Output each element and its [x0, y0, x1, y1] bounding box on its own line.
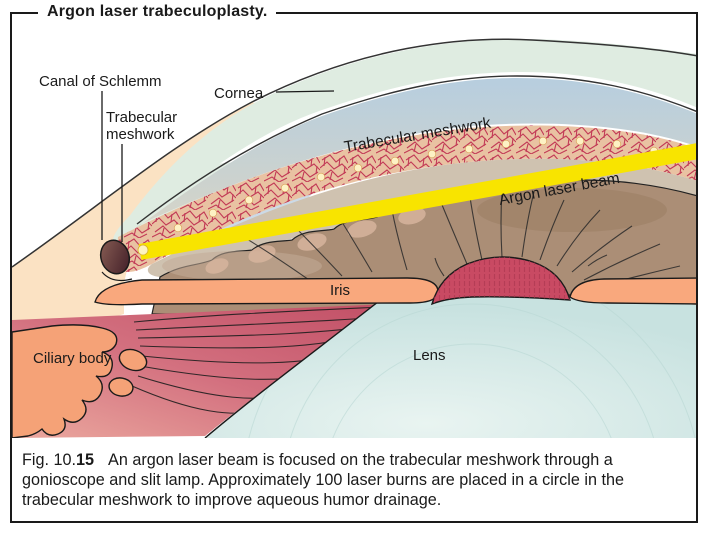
caption-line-1: Fig. 10.15 An argon laser beam is focused… [22, 450, 686, 470]
cornea-inner-arc [136, 75, 696, 225]
caption-text-1: An argon laser beam is focused on the tr… [108, 451, 613, 469]
fig-prefix: Fig. 10. [22, 451, 76, 469]
canal-of-schlemm [99, 239, 131, 275]
cornea-outer-arc [12, 38, 696, 268]
scleral-spur-line [101, 271, 133, 282]
fig-number: 15 [76, 451, 95, 469]
ciliary-body [12, 324, 148, 438]
label-ciliary-body: Ciliary body [33, 350, 112, 367]
label-lens: Lens [413, 347, 446, 364]
caption-line-2: gonioscope and slit lamp. Approximately … [22, 471, 624, 489]
anterior-chamber [112, 78, 696, 246]
figure-box: Argon laser trabeculoplasty. [10, 3, 698, 523]
cornea-band [107, 39, 696, 249]
pupillary-sphincter [430, 256, 571, 306]
leader-lines [101, 90, 335, 242]
label-iris: Iris [330, 282, 350, 299]
caption-line-3: trabecular meshwork to improve aqueous h… [22, 491, 442, 509]
laser-beam [138, 143, 696, 260]
leader-cornea [275, 90, 335, 93]
iris-band-right [569, 277, 696, 305]
trabecular-meshwork-band [116, 125, 696, 272]
label-cornea: Cornea [214, 85, 264, 102]
figure-title: Argon laser trabeculoplasty. [38, 3, 277, 21]
scleral-shelf [147, 158, 696, 277]
figure-caption: Fig. 10.15 An argon laser beam is focused… [12, 438, 696, 510]
laser-burn-target [137, 244, 149, 256]
iris-band-left [94, 277, 439, 306]
label-canal-of-schlemm: Canal of Schlemm [39, 73, 162, 90]
label-trabecular-meshwork-line1: Trabecular [106, 109, 177, 126]
label-trabecular-meshwork-line2: meshwork [106, 126, 175, 143]
eye-diagram: Canal of Schlemm Trabecular meshwork Cor… [12, 38, 696, 438]
